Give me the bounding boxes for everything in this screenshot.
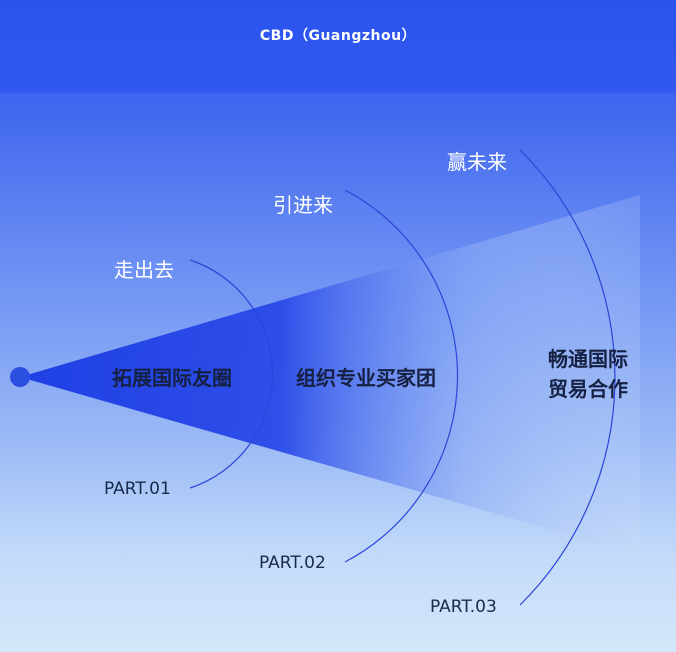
stage-3-focus-line-2: 贸易合作 xyxy=(548,377,628,401)
stage-3-title: 赢未来 xyxy=(447,150,507,174)
header-title: CBD（Guangzhou） xyxy=(259,27,417,44)
stage-2-focus: 组织专业买家团 xyxy=(296,363,436,393)
stage-1-title: 走出去 xyxy=(114,258,174,282)
stage-2-focus-line-1: 组织专业买家团 xyxy=(296,366,436,390)
stage-1-focus-line-1: 拓展国际友圈 xyxy=(112,366,232,390)
header-banner: CBD（Guangzhou） xyxy=(0,0,676,93)
expansion-beam xyxy=(20,195,640,555)
arc-part-03 xyxy=(519,149,616,606)
stage-3-focus: 畅通国际 贸易合作 xyxy=(548,344,628,404)
stage-3-part-label: PART.03 xyxy=(430,597,497,617)
stage-2-part-label: PART.02 xyxy=(259,553,326,573)
arc-part-02 xyxy=(344,189,459,563)
stage-1-part-label: PART.01 xyxy=(104,479,171,499)
stage-1-focus: 拓展国际友圈 xyxy=(112,363,232,393)
stage-2-title: 引进来 xyxy=(273,193,333,217)
arc-part-01 xyxy=(189,259,274,489)
stage-3-focus-line-1: 畅通国际 xyxy=(548,347,628,371)
origin-dot xyxy=(10,367,30,387)
